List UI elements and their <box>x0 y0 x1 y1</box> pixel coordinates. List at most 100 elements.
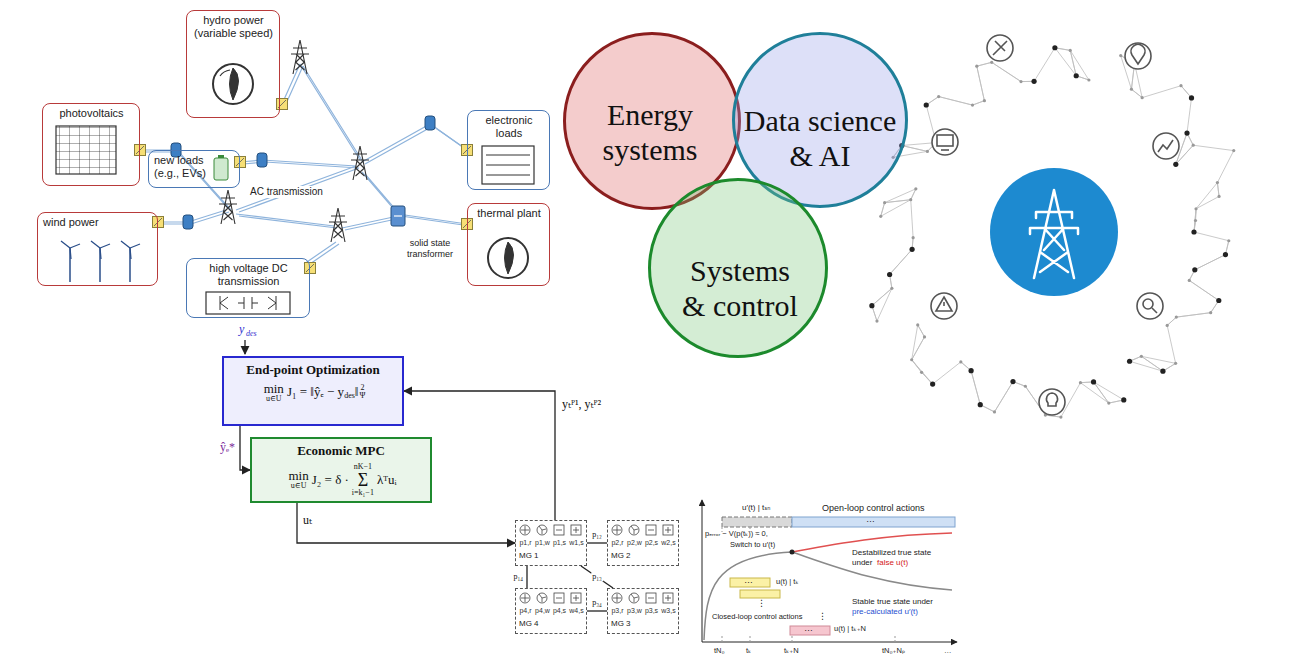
annotation: Stable true state under <box>852 597 933 606</box>
microgrid-box: MG 3p3,rp3,wp3,sw3,s <box>607 588 679 634</box>
label-wrap: Destabilized true state <box>852 548 931 558</box>
annotation: … <box>866 514 875 524</box>
edge-label-wrap: p₁₂ <box>591 530 603 539</box>
source-icons <box>56 64 534 314</box>
edge-label: ŷₑ* <box>220 440 235 454</box>
limit: i=k₁−1 <box>352 489 374 497</box>
annotation: pre-calculated u′(t) <box>852 607 918 616</box>
annotation: des <box>246 329 257 338</box>
transformers <box>171 116 435 229</box>
input-arrow <box>244 340 245 354</box>
text-wrap: p4,w <box>534 606 551 615</box>
text-wrap: wind power <box>38 213 157 232</box>
text-wrap: p1,w <box>534 538 551 547</box>
source-box: thermal plant <box>467 203 550 286</box>
label-wrap: u(t) | tₖ <box>776 577 799 586</box>
box-label: wind power <box>43 216 153 229</box>
block-title: End-point Optimization <box>246 362 379 377</box>
limit: u∈U <box>291 482 307 490</box>
text-wrap: p1,r <box>517 538 534 547</box>
edge-label: p₁₂ <box>592 530 602 539</box>
power-label: w2,s <box>661 539 675 546</box>
power-label: p3,w <box>627 607 642 614</box>
power-label: w4,s <box>569 607 583 614</box>
annotation: Destabilized true state <box>852 548 931 557</box>
label-wrap: pre-calculated u′(t) <box>852 607 918 617</box>
text-wrap: thermal plant <box>468 204 549 223</box>
text-wrap: w2,s <box>660 538 677 547</box>
formula-row: minu∈UJ₂ = δ ·nK−1Σi=k₁−1λᵀuᵢ <box>258 463 424 497</box>
annotation: tN₀₊Nₚ <box>882 646 905 655</box>
power-label: p4,w <box>535 607 550 614</box>
box-label: photovoltaics <box>48 107 135 120</box>
subscript: des <box>344 391 355 400</box>
edge-label-wrap: p₁₃ <box>591 572 603 581</box>
text-wrap: p2,r <box>609 538 626 547</box>
label-wrap: false u(t) <box>877 558 908 568</box>
annotation: AC transmission <box>250 186 323 197</box>
converters <box>135 99 473 274</box>
venn-circle: Systems & control <box>648 178 828 358</box>
annotation: false u(t) <box>877 558 908 567</box>
stack: minu∈U <box>288 469 308 490</box>
label-wrap: under <box>852 558 872 568</box>
venn-label: Energy systems <box>585 98 715 167</box>
annotation: u′(t) | tₛₙ <box>742 503 770 512</box>
label-wrap: pₑᵣᵣₒᵣ − V(p(tₖ)) ≈ 0, <box>705 529 768 538</box>
label-wrap: … <box>804 623 813 634</box>
edge-label-wrap: uₜ <box>302 514 313 528</box>
text-wrap: MG 2 <box>611 551 631 561</box>
source-box: wind power <box>37 212 158 286</box>
operator: min <box>288 469 308 482</box>
source-box: photovoltaics <box>42 103 140 186</box>
annotation: u(t) | tₖ <box>776 577 799 586</box>
label-wrap: des <box>246 329 257 339</box>
edge-label-wrap: ŷₑ* <box>219 441 236 455</box>
load-box: new loads (e.g., EVs) <box>148 150 240 188</box>
annotation: … <box>804 623 813 633</box>
text-wrap: MG 1 <box>519 551 539 561</box>
label-wrap: solid state transformer <box>393 238 467 260</box>
edge-label: yₜᴾ¹, yₜᴾ² <box>562 397 601 411</box>
microgrid-name: MG 1 <box>519 551 539 560</box>
label-wrap: tN₀ <box>714 646 725 655</box>
network-icons <box>931 35 1179 415</box>
mg-icons <box>520 525 673 603</box>
annotation: … <box>944 646 952 655</box>
power-label: w3,s <box>661 607 675 614</box>
text-wrap: Systems & control <box>678 254 802 323</box>
subscript: Ψ <box>359 392 365 400</box>
annotation: y <box>239 322 244 336</box>
annotation: u(t) | tₖ₊N <box>834 624 866 633</box>
annotation: ⋮ <box>818 611 827 621</box>
text-wrap: p2,s <box>643 538 660 547</box>
box-label: high voltage DC transmission <box>192 262 305 288</box>
text-wrap: high voltage DC transmission <box>187 259 309 291</box>
formula: J₂ = δ · <box>312 472 349 487</box>
text-wrap: Economic MPCminu∈UJ₂ = δ ·nK−1Σi=k₁−1λᵀu… <box>252 439 430 501</box>
text-wrap: p3,w <box>626 606 643 615</box>
edge-label: p₁₄ <box>513 572 523 581</box>
text-wrap: MG 3 <box>611 619 631 629</box>
annotation: ⋮ <box>757 598 766 608</box>
label-wrap: ⋮ <box>757 598 766 609</box>
label-wrap: tN₀₊Nₚ <box>882 646 905 655</box>
power-label: p4,r <box>519 607 531 614</box>
label-wrap: Closed-loop control actions <box>712 612 802 621</box>
annotation: tₖ <box>746 646 751 655</box>
stack: nK−1Σi=k₁−1 <box>352 463 374 497</box>
control-chart <box>702 500 957 642</box>
power-label: p3,s <box>645 607 658 614</box>
microgrid-name: MG 2 <box>611 551 631 560</box>
label-wrap: Stable true state under <box>852 597 933 607</box>
network-graph <box>869 45 1235 419</box>
text-wrap: p4,r <box>517 606 534 615</box>
text-wrap: electronic loads <box>468 111 549 143</box>
edge-label-wrap: yₜᴾ¹, yₜᴾ² <box>561 398 602 412</box>
microgrid-box: MG 2p2,rp2,wp2,sw2,s <box>607 520 679 566</box>
text-wrap: new loads (e.g., EVs) <box>149 151 239 183</box>
label-wrap: u′(t) | tₛₙ <box>742 503 770 513</box>
formula-row: End-point Optimization <box>230 362 396 378</box>
text-wrap: w3,s <box>660 606 677 615</box>
